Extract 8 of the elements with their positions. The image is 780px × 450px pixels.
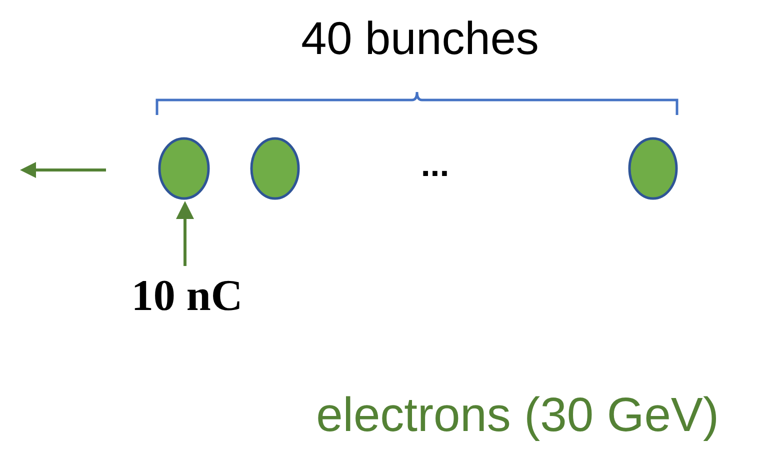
- beam-label: electrons (30 GeV): [316, 392, 719, 440]
- ellipsis-text: ...: [420, 148, 450, 182]
- leader-arrow: [176, 201, 194, 266]
- bunch-ellipse: [158, 137, 210, 200]
- bunch-ellipse: [628, 137, 678, 200]
- charge-label: 10 nC: [131, 274, 243, 318]
- bracket-label: 40 bunches: [301, 15, 539, 61]
- bunch-ellipse: [250, 137, 300, 200]
